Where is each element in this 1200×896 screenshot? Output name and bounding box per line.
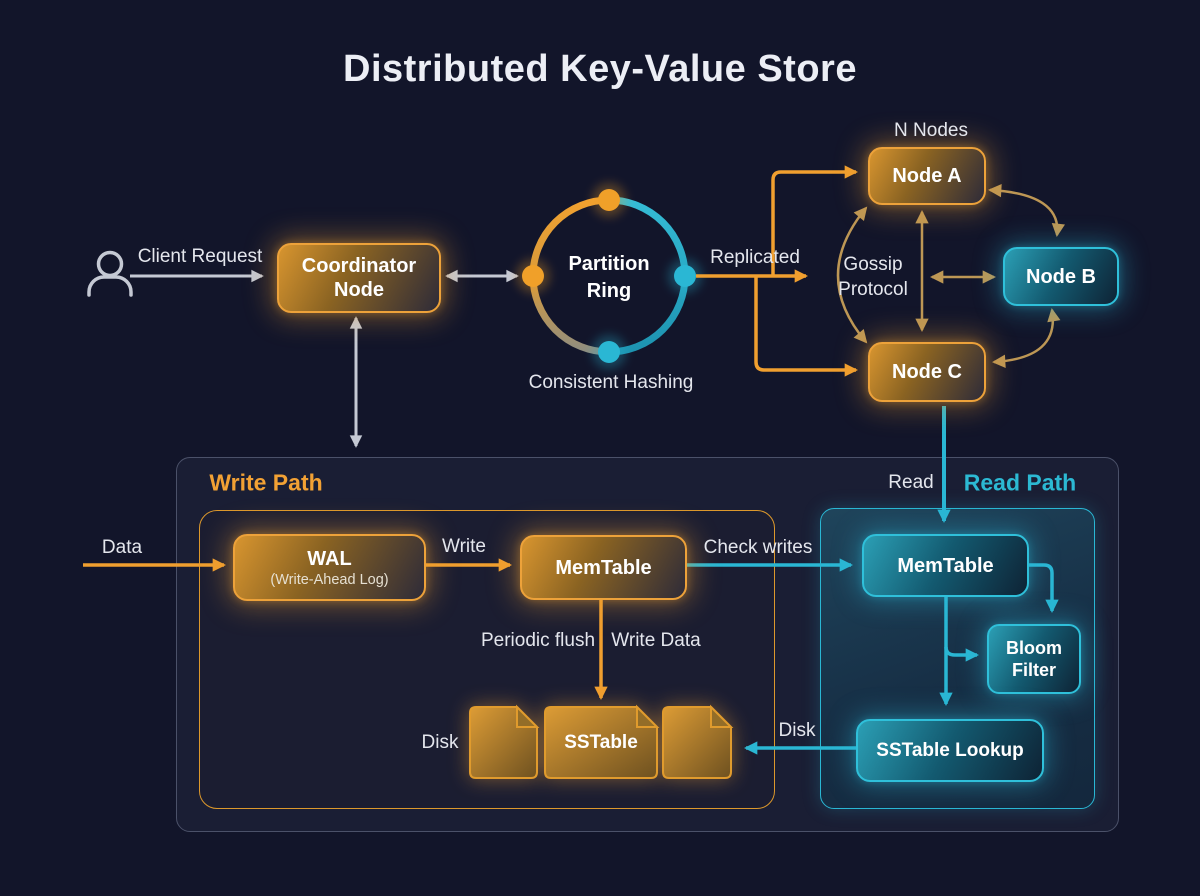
memtable-write-box: MemTable [520, 535, 687, 600]
ring-dot-left [522, 265, 544, 287]
write-path-title: Write Path [209, 469, 323, 496]
coordinator-node-box: Coordinator Node [277, 243, 441, 313]
write-data-label: Write Data [611, 630, 701, 651]
file-icon-sstable [544, 706, 658, 779]
ring-dot-top [598, 189, 620, 211]
wal-box: WAL (Write-Ahead Log) [233, 534, 426, 601]
memtable-read-box: MemTable [862, 534, 1029, 597]
gossip-protocol-label: Gossip Protocol [838, 254, 908, 300]
replicated-arrows [696, 165, 858, 377]
periodic-flush-label: Periodic flush [480, 630, 596, 651]
node-c-box: Node C [868, 342, 986, 402]
partition-ring-label: Partition Ring [568, 253, 650, 302]
partition-ring-shape [516, 183, 702, 369]
n-nodes-label: N Nodes [894, 120, 968, 141]
read-arrows [685, 406, 1059, 755]
gossip-arrows [836, 183, 1065, 368]
node-a-box: Node A [868, 147, 986, 205]
node-b-box: Node B [1003, 247, 1119, 306]
memtable-bloom-elbow [1025, 563, 1059, 613]
sstable-files [469, 704, 734, 779]
branch-bloom-arrow [944, 646, 979, 662]
disk-write-label: Disk [421, 732, 459, 753]
sstable-file-label: SSTable [564, 732, 638, 753]
ring-dot-right [674, 265, 696, 287]
consistent-hashing-label: Consistent Hashing [528, 372, 694, 393]
ring-dot-bottom [598, 341, 620, 363]
sstable-lookup-box: SSTable Lookup [856, 719, 1044, 782]
write-label: Write [442, 536, 486, 557]
write-arrows [83, 558, 608, 700]
check-writes-label: Check writes [703, 537, 813, 558]
page-title: Distributed Key-Value Store [343, 48, 857, 90]
read-label: Read [888, 472, 934, 493]
replicated-label: Replicated [710, 247, 800, 268]
disk-read-label: Disk [778, 720, 816, 741]
data-label: Data [101, 537, 143, 558]
bloom-filter-box: Bloom Filter [987, 624, 1081, 694]
read-path-title: Read Path [963, 469, 1077, 496]
client-request-label: Client Request [137, 246, 263, 267]
client-user-icon [87, 250, 133, 297]
